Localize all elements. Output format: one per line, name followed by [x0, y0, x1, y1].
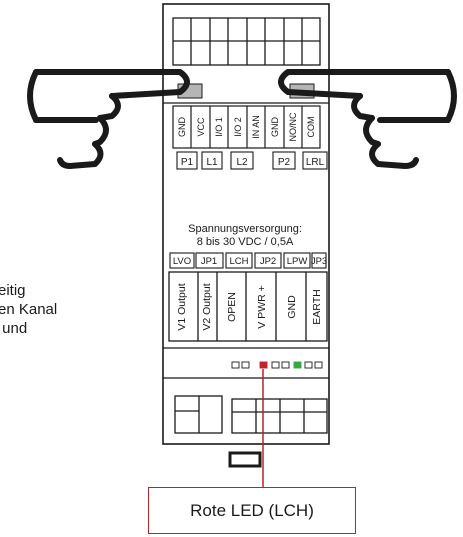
jumper-label: P1	[181, 157, 194, 168]
power-label-line1: Spannungsversorgung:	[188, 223, 302, 235]
din-clip	[228, 451, 262, 468]
side-text-line: eitig	[0, 282, 26, 299]
jumper-label: LPW	[287, 256, 308, 267]
terminal-label: V1 Output	[176, 283, 188, 330]
terminal-label: OPEN	[226, 292, 238, 322]
terminal-label: GND	[270, 117, 280, 138]
terminal-label: COM	[306, 117, 316, 138]
terminal-label: VCC	[196, 117, 206, 137]
power-label-line2: 8 bis 30 VDC / 0,5A	[197, 236, 294, 248]
terminal-label: I/O 2	[233, 117, 243, 137]
jumper-label: JP1	[201, 256, 217, 267]
jumper-label: JP2	[260, 256, 276, 267]
jumper-label: L1	[206, 157, 218, 168]
terminal-label: V2 Output	[201, 283, 213, 330]
terminal-label: NO/NC	[288, 112, 298, 142]
led-pwr-green	[293, 361, 302, 369]
led-indicator	[281, 361, 290, 369]
jumper-label: LRL	[306, 157, 325, 168]
terminal-label: IN AN	[251, 115, 261, 139]
led-indicator	[304, 361, 313, 369]
device-housing	[162, 3, 330, 445]
jumper-label: LVO	[173, 256, 191, 267]
left-hand-icon	[27, 69, 190, 169]
led-lch-red	[259, 361, 268, 369]
top-terminal-labels	[172, 105, 321, 149]
led-indicator	[314, 361, 323, 369]
led-indicator	[231, 361, 240, 369]
jumper-row-2	[169, 252, 327, 269]
side-text-line: en Kanal	[0, 301, 58, 318]
terminal-label: GND	[286, 295, 298, 319]
side-text-line: und	[0, 320, 28, 337]
led-row	[231, 361, 323, 369]
terminal-label: EARTH	[311, 289, 323, 324]
bottom-terminal-block	[168, 271, 328, 342]
right-hand-icon	[278, 69, 457, 169]
jumper-label: L2	[236, 157, 248, 168]
jumper-label: JP3	[311, 256, 327, 267]
bottom-connectors	[174, 395, 328, 434]
top-terminal-block	[172, 17, 321, 66]
jumper-label: LCH	[229, 256, 248, 267]
led-indicator	[271, 361, 280, 369]
jumper-label: P2	[278, 157, 291, 168]
callout-label: Rote LED (LCH)	[148, 487, 356, 534]
jumper-row-1	[176, 151, 328, 170]
terminal-label: I/O 1	[214, 117, 224, 137]
terminal-label: V PWR +	[256, 285, 268, 328]
led-indicator	[241, 361, 250, 369]
terminal-label: GND	[177, 117, 187, 138]
